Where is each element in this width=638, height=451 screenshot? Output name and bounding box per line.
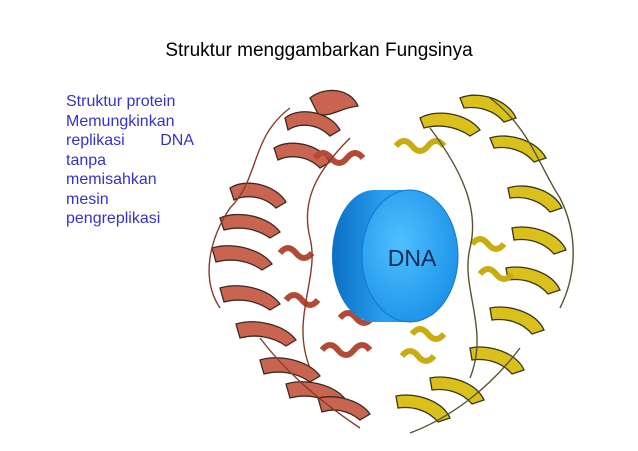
protein-red-subunit: [211, 89, 371, 421]
slide-title: Struktur menggambarkan Fungsinya: [165, 40, 473, 61]
dna-label: DNA: [388, 245, 437, 271]
protein-red-loops: [208, 107, 361, 429]
dna-cylinder-icon: [332, 189, 459, 323]
protein-yellow-subunit: [395, 94, 567, 423]
protein-yellow-helices: [393, 138, 515, 364]
protein-ring-illustration: DNA: [190, 78, 590, 450]
side-text-line: pengreplikasi: [66, 210, 161, 227]
protein-red-helices: [277, 150, 375, 358]
side-text-line: memisahkan: [66, 171, 157, 188]
side-text-line: mesin: [66, 190, 109, 208]
side-description: Struktur protein Memungkinkan replikasi …: [66, 92, 194, 229]
side-text-line: Memungkinkan: [66, 112, 175, 130]
protein-yellow-loops: [409, 97, 574, 434]
side-text-word: replikasi: [66, 132, 125, 149]
side-text-justified-line: replikasi DNA: [66, 131, 194, 151]
side-text-line: tanpa: [66, 151, 107, 169]
side-text-line: Struktur protein: [66, 93, 176, 110]
side-text-word: DNA: [160, 132, 194, 149]
